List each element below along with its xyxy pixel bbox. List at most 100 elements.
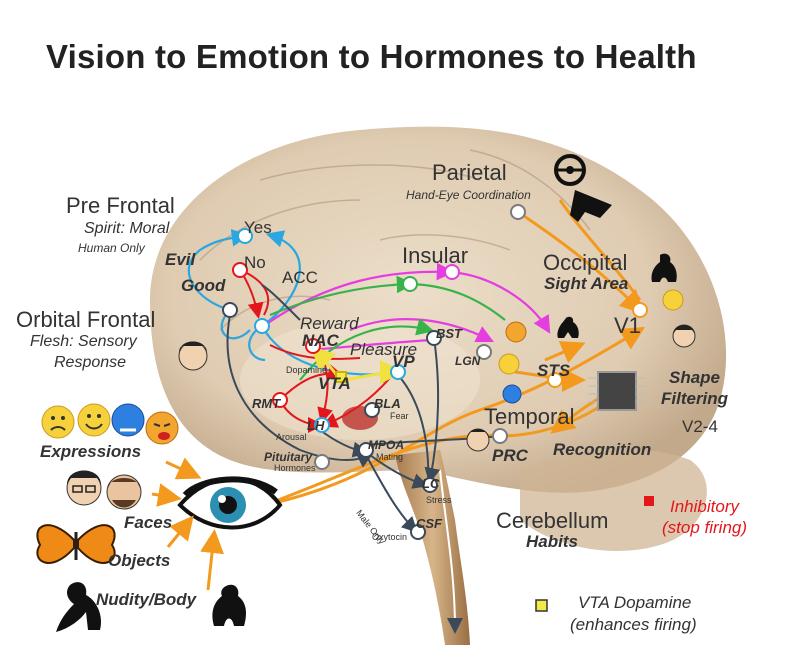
node-no	[232, 262, 248, 278]
silhouette-icons	[56, 190, 677, 632]
label-insular: Insular	[402, 243, 469, 268]
label-bst: BST	[436, 326, 462, 341]
label-orbital-sub1: Flesh: Sensory	[30, 333, 137, 350]
node-parietal	[510, 204, 526, 220]
inhibitory-legend-swatch	[644, 496, 654, 506]
label-faces: Faces	[124, 513, 173, 532]
label-lgn: LGN	[455, 354, 481, 368]
node-sts	[547, 372, 563, 388]
label-vp: VP	[392, 352, 415, 371]
label-no: No	[244, 253, 266, 272]
brainstem-shape	[395, 450, 470, 645]
cerebellum-shape	[520, 449, 707, 551]
label-v1: V1	[614, 313, 641, 338]
label-rmt: RMT	[252, 396, 281, 411]
label-yes: Yes	[244, 218, 272, 237]
label-temporal: Temporal	[484, 404, 575, 429]
expression-emojis	[41, 403, 179, 445]
legend-vta-dopamine: VTA Dopamine	[578, 593, 692, 612]
hormone-pathways	[226, 284, 501, 533]
node-bla	[364, 402, 380, 418]
eye-icon	[177, 476, 283, 530]
legend-inhibitory-sub: (stop firing)	[662, 518, 748, 537]
label-vta: VTA	[318, 374, 351, 393]
node-nac	[305, 338, 321, 354]
sad-emoji-icon	[41, 405, 75, 439]
label-nac: NAC	[302, 331, 339, 350]
node-bst	[426, 330, 442, 346]
label-hormones: Hormones	[274, 463, 316, 473]
dopamine-legend-swatch	[535, 599, 548, 612]
label-filtering: Filtering	[661, 389, 729, 408]
label-parietal-sub: Hand-Eye Coordination	[406, 188, 531, 202]
node-orbital	[222, 302, 238, 318]
node-yes	[237, 228, 253, 244]
label-habits: Habits	[526, 532, 578, 551]
label-bla: BLA	[374, 396, 401, 411]
shape-filter-chip	[588, 371, 646, 411]
label-lh: LH	[307, 418, 325, 433]
label-pituitary: Pituitary	[264, 450, 313, 464]
label-prefrontal-sub2: Human Only	[78, 241, 145, 255]
node-vp	[390, 364, 406, 380]
brain-emojis	[178, 289, 696, 452]
label-oxytocin: Oxytocin	[372, 532, 408, 542]
node-lc	[422, 477, 438, 493]
node-vta	[335, 371, 347, 383]
label-recognition: Recognition	[553, 440, 652, 459]
label-reward: Reward	[300, 314, 359, 333]
label-pleasure: Pleasure	[350, 340, 418, 359]
happy-emoji-icon	[77, 403, 111, 437]
node-rmt	[272, 392, 288, 408]
label-objects: Objects	[108, 551, 171, 570]
node-pituitary	[314, 454, 330, 470]
face-icons	[66, 470, 142, 510]
label-orbital: Orbital Frontal	[16, 307, 156, 332]
label-dopamine: Dopamine	[286, 365, 328, 375]
label-shape: Shape	[669, 368, 721, 387]
label-evil: Evil	[165, 250, 196, 269]
node-insular	[444, 264, 460, 280]
input-arrows	[151, 457, 224, 591]
butterfly-icon	[36, 524, 116, 564]
node-lh	[314, 417, 330, 433]
node-prc	[492, 428, 508, 444]
label-lc: LC	[422, 476, 440, 491]
label-prefrontal: Pre Frontal	[66, 193, 175, 218]
label-prc: PRC	[492, 446, 528, 465]
label-mpoa: MPOA	[368, 438, 404, 452]
label-occipital: Occipital	[543, 250, 628, 275]
body-figure-icon	[212, 584, 246, 626]
label-arousal: Arousal	[276, 432, 307, 442]
steering-wheel-icon	[554, 154, 586, 186]
angry-blue-emoji-icon	[111, 403, 145, 437]
label-expressions: Expressions	[40, 442, 142, 461]
label-parietal: Parietal	[432, 160, 507, 185]
brain-illustration	[150, 126, 727, 645]
node-mpoa	[358, 442, 374, 458]
node-acc-green	[402, 276, 418, 292]
label-stress: Stress	[426, 495, 452, 505]
label-v24: V2-4	[682, 417, 718, 436]
label-orbital-sub2: Response	[54, 354, 127, 371]
label-good: Good	[181, 276, 226, 295]
nude-figure-icon	[56, 582, 102, 632]
brain-nodes	[222, 204, 648, 540]
label-fear: Fear	[390, 411, 409, 421]
label-prefrontal-sub1: Spirit: Moral	[84, 220, 170, 237]
node-acc	[254, 318, 270, 334]
node-lgn	[476, 344, 492, 360]
label-cerebellum: Cerebellum	[496, 508, 609, 533]
node-csf	[410, 524, 426, 540]
label-sight-area: Sight Area	[544, 274, 629, 293]
label-mating: Mating	[376, 452, 404, 462]
label-csf: CSF	[416, 516, 442, 531]
label-nudity-body: Nudity/Body	[96, 590, 197, 609]
legend-vta-dopamine-sub: (enhances firing)	[570, 615, 697, 634]
label-sts: STS	[537, 361, 571, 380]
node-v1	[632, 302, 648, 318]
page-title: Vision to Emotion to Hormones to Health	[46, 38, 697, 75]
label-acc: ACC	[282, 268, 318, 287]
legend-inhibitory: Inhibitory	[670, 497, 739, 516]
